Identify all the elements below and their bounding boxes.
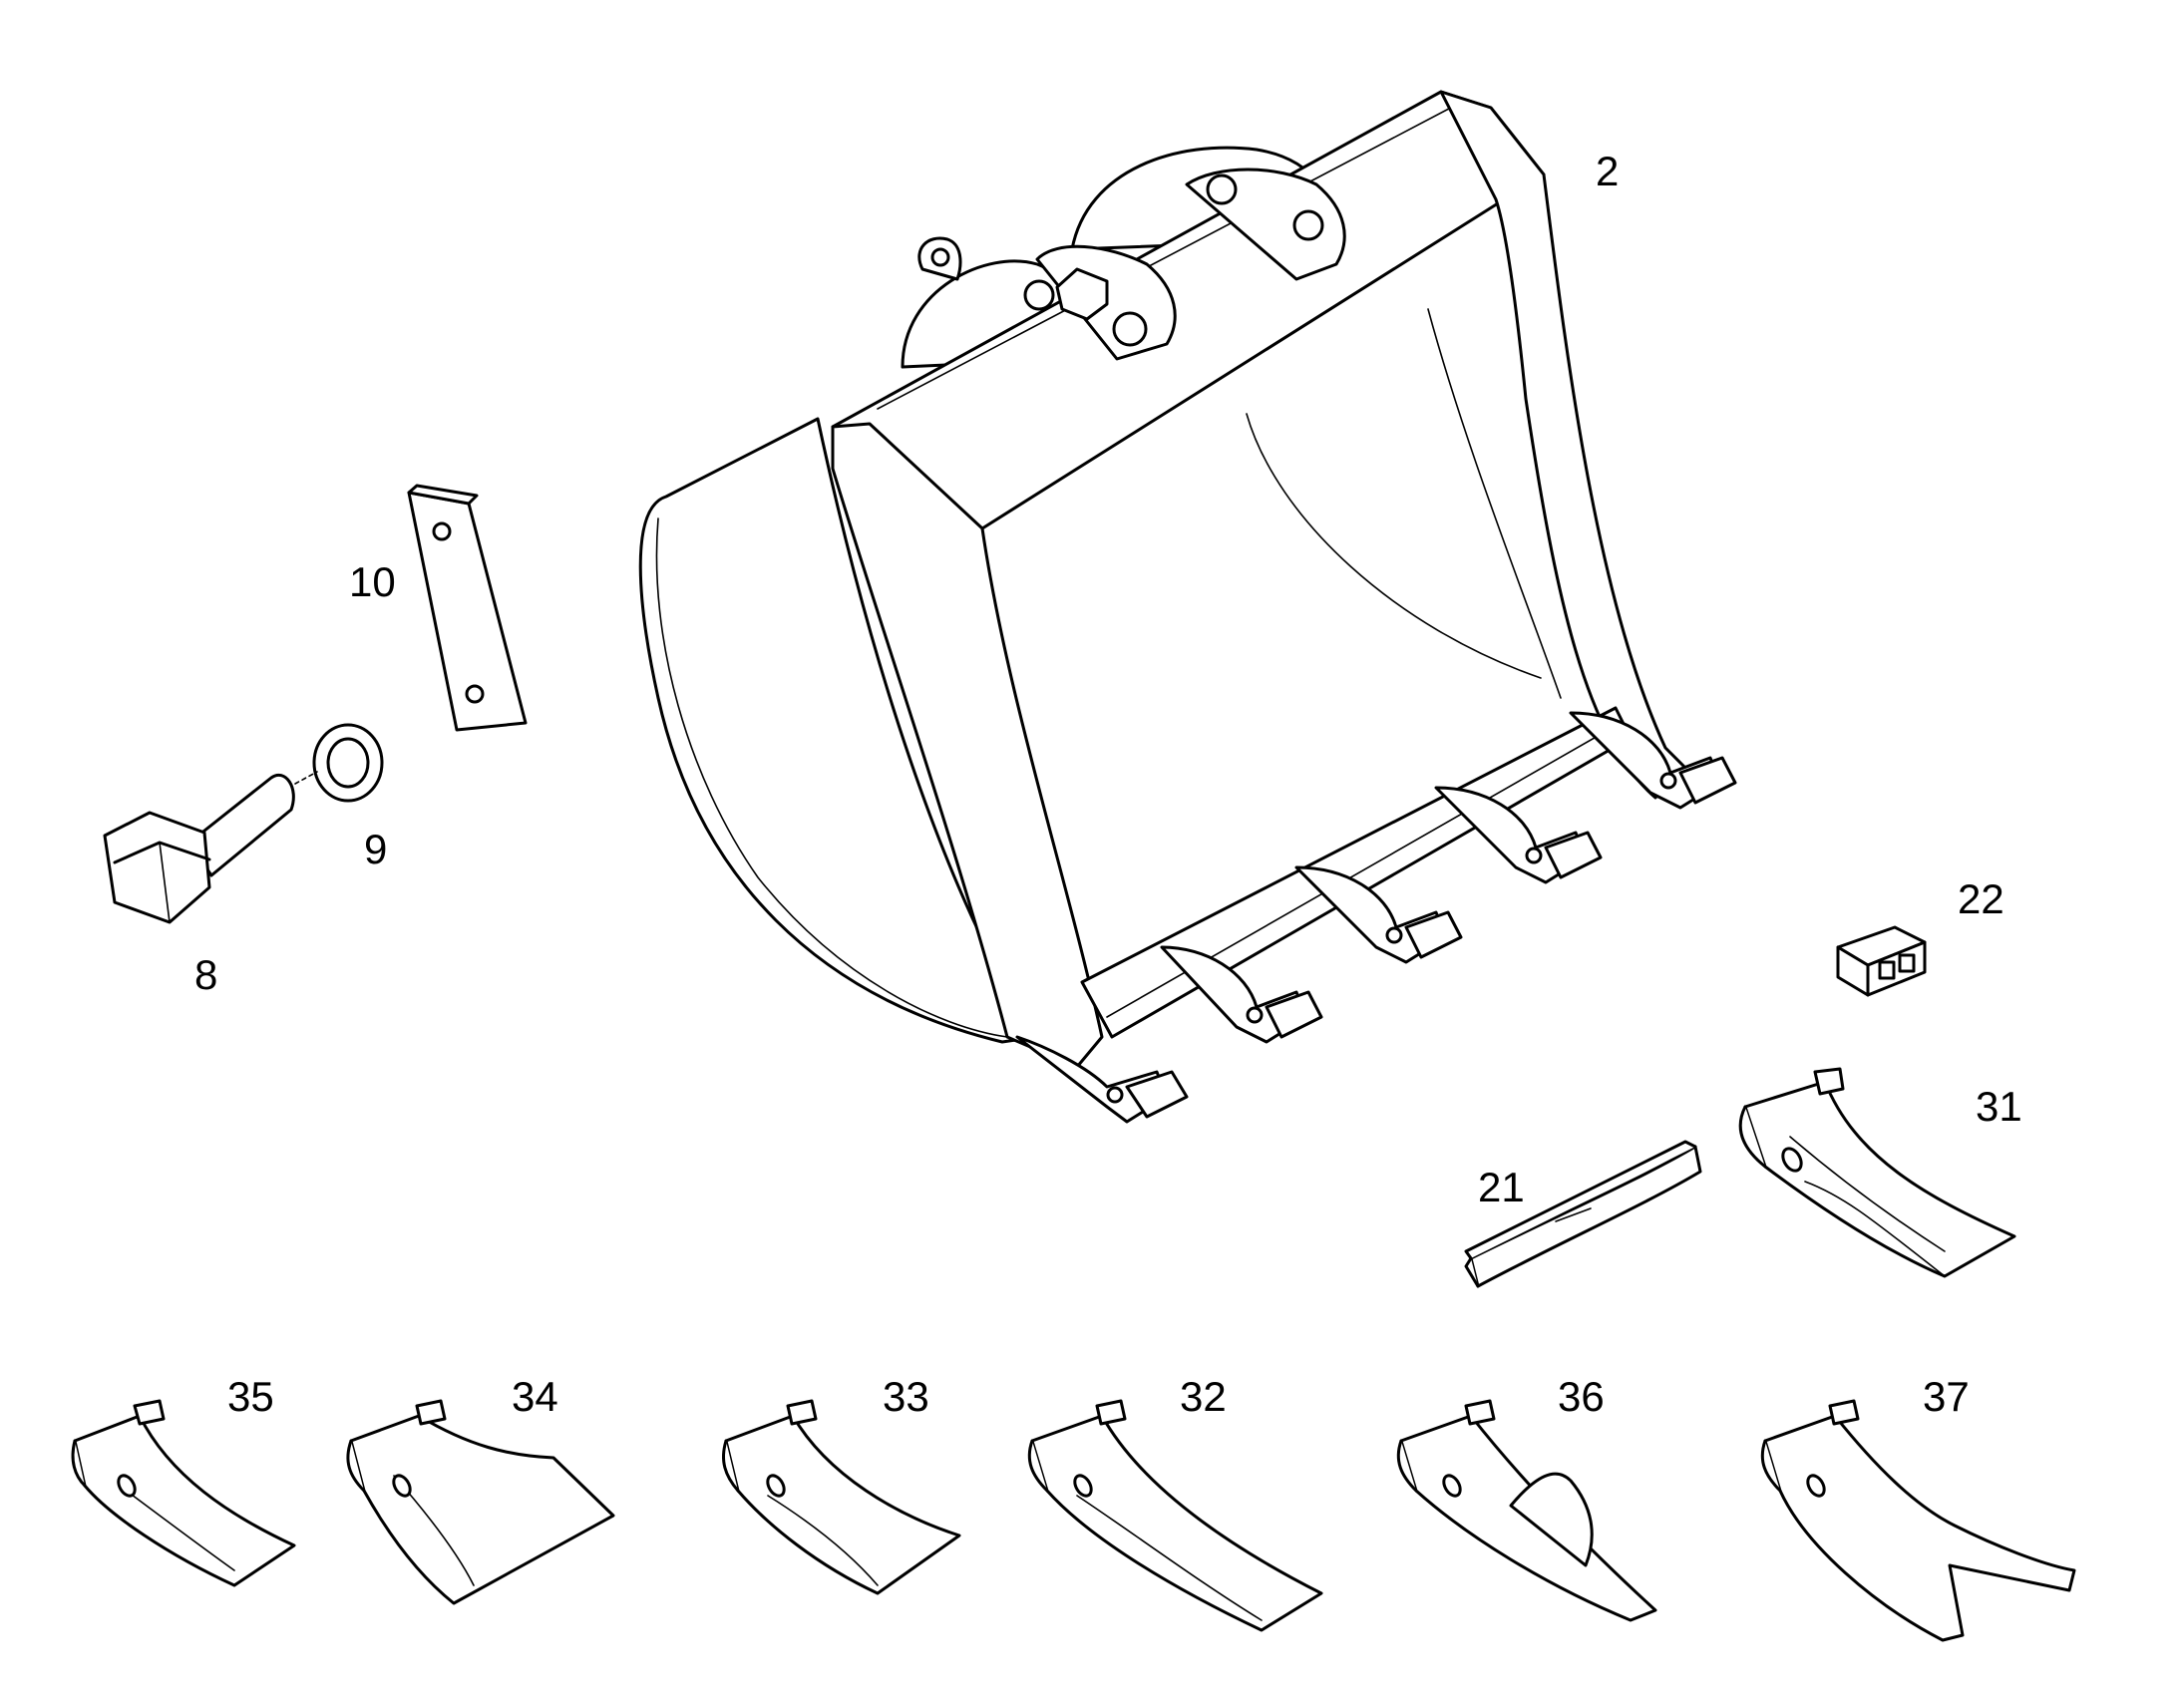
washer-part-9 (312, 723, 384, 803)
label-part-37: 37 (1923, 1373, 1970, 1420)
label-part-33: 33 (883, 1373, 929, 1420)
tooth-part-33 (722, 1399, 961, 1595)
adapter-1 (1015, 1035, 1189, 1124)
tooth-part-32 (1027, 1399, 1323, 1632)
tooth-part-34 (346, 1399, 615, 1605)
label-part-10: 10 (349, 558, 396, 605)
bolt-part-8 (103, 771, 318, 924)
wear-strip-part-21 (1464, 1140, 1702, 1288)
plate-part-10 (407, 484, 528, 732)
label-part-2: 2 (1596, 148, 1619, 194)
label-part-21: 21 (1478, 1164, 1525, 1210)
label-part-34: 34 (512, 1373, 558, 1420)
tooth-part-35 (71, 1399, 296, 1587)
adapter-5 (1569, 711, 1737, 810)
label-part-8: 8 (194, 951, 217, 998)
adapter-4 (1434, 786, 1603, 884)
bucket (638, 90, 1737, 1124)
label-part-9: 9 (364, 826, 387, 872)
block-part-22 (1836, 925, 1927, 997)
label-part-31: 31 (1976, 1083, 2022, 1130)
label-part-36: 36 (1558, 1373, 1605, 1420)
adapter-2 (1160, 945, 1323, 1044)
label-part-22: 22 (1958, 875, 2004, 922)
tooth-part-37 (1760, 1399, 2076, 1642)
label-part-32: 32 (1180, 1373, 1227, 1420)
adapter-3 (1294, 865, 1463, 964)
tooth-part-36 (1396, 1399, 1657, 1622)
tooth-part-31 (1738, 1067, 2016, 1278)
label-part-35: 35 (227, 1373, 274, 1420)
